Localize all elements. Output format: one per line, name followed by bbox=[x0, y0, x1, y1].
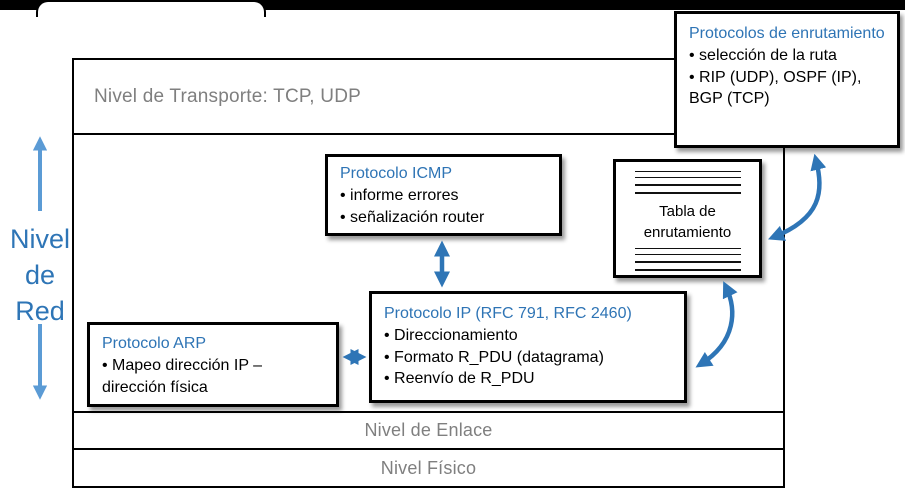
side-label-line-1: Nivel bbox=[9, 224, 70, 254]
physical-layer-label: Nivel Físico bbox=[380, 457, 477, 478]
table-lines-bottom-icon bbox=[634, 248, 741, 271]
arp-box-title: Protocolo ARP bbox=[102, 335, 207, 352]
routing-bullet: • selección de la ruta bbox=[689, 47, 837, 64]
arp-protocol-box: Protocolo ARP • Mapeo dirección IP – dir… bbox=[87, 322, 339, 407]
icmp-bullet: • señalización router bbox=[340, 208, 485, 226]
side-label-line-2: de bbox=[24, 260, 56, 290]
top-rounded-tab bbox=[36, 0, 266, 17]
routing-bullet: • RIP (UDP), OSPF (IP), BGP (TCP) bbox=[689, 68, 862, 108]
ip-box-title: Protocolo IP (RFC 791, RFC 2460) bbox=[384, 305, 632, 322]
table-lines-top-icon bbox=[634, 171, 741, 194]
icmp-protocol-box: Protocolo ICMP • informe errores • señal… bbox=[325, 154, 562, 236]
icmp-bullet: • informe errores bbox=[340, 187, 459, 204]
ip-bullet: • Reenvío de R_PDU bbox=[384, 370, 535, 387]
routing-table-box: Tabla de enrutamiento bbox=[613, 159, 762, 278]
routing-box-title: Protocolos de enrutamiento bbox=[689, 25, 885, 42]
link-layer-label: Nivel de Enlace bbox=[364, 420, 493, 440]
ip-protocol-box: Protocolo IP (RFC 791, RFC 2460) • Direc… bbox=[369, 291, 687, 403]
transport-layer-label: Nivel de Transporte: TCP, UDP bbox=[94, 85, 361, 107]
side-label-line-3: Red bbox=[15, 296, 65, 326]
network-level-side-label: Nivel de Red bbox=[0, 221, 80, 329]
top-black-bar bbox=[0, 0, 905, 10]
routing-protocols-box: Protocolos de enrutamiento • selección d… bbox=[674, 11, 900, 148]
arp-bullet: • Mapeo dirección IP – dirección física bbox=[102, 357, 263, 396]
ip-bullet: • Formato R_PDU (datagrama) bbox=[384, 348, 604, 366]
icmp-box-title: Protocolo ICMP bbox=[340, 165, 453, 182]
routing-table-label: Tabla de enrutamiento bbox=[643, 203, 732, 241]
transport-layer-box: Nivel de Transporte: TCP, UDP bbox=[72, 58, 785, 135]
link-layer-box: Nivel de Enlace bbox=[72, 411, 785, 450]
ip-bullet: • Direccionamiento bbox=[384, 327, 518, 344]
physical-layer-box: Nivel Físico bbox=[72, 448, 785, 488]
